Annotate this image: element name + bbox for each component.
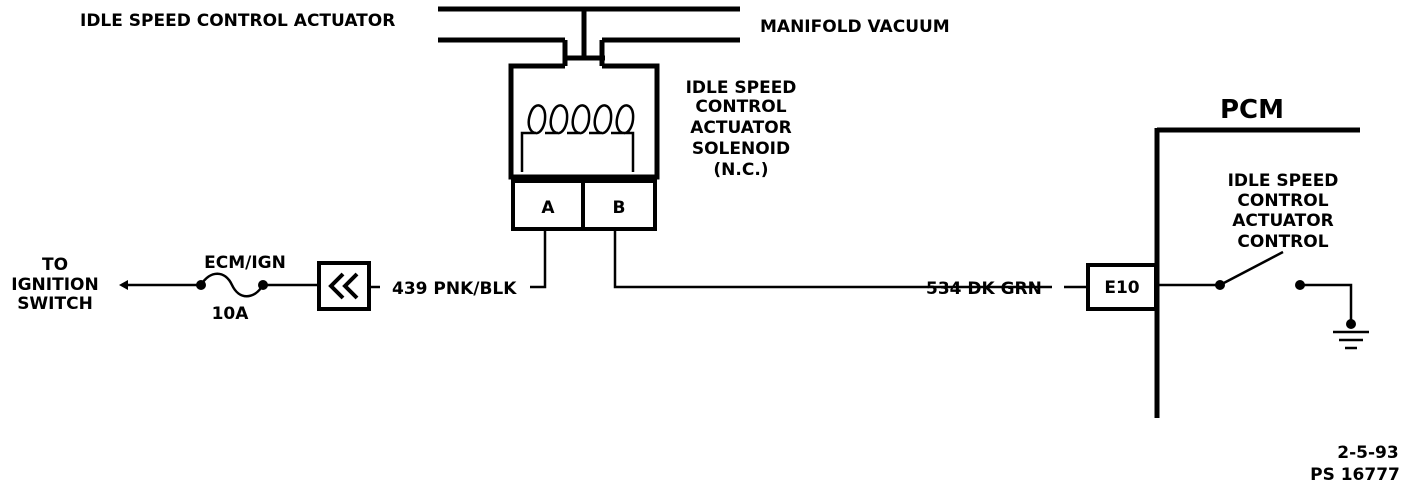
- pcm-title: PCM: [1220, 95, 1284, 125]
- manifold-vacuum-pipe: [438, 6, 740, 66]
- svg-text:CONTROL: CONTROL: [1237, 232, 1328, 252]
- fuse-icon: [199, 272, 265, 298]
- solenoid-coil-icon: [520, 104, 635, 172]
- svg-text:E10: E10: [1104, 278, 1139, 298]
- wire-534: [613, 229, 1052, 289]
- svg-text:SOLENOID: SOLENOID: [692, 139, 790, 159]
- pcm-pin-e10: E10: [1086, 263, 1158, 311]
- pcm-boundary: [1154, 127, 1360, 418]
- fuse-name: ECM/IGN: [204, 253, 286, 273]
- svg-text:IDLE SPEED: IDLE SPEED: [1228, 171, 1339, 191]
- svg-text:A: A: [541, 198, 555, 218]
- pcm-control-label: IDLE SPEED CONTROL ACTUATOR CONTROL: [1228, 171, 1339, 252]
- fuse-rating: 10A: [212, 304, 250, 324]
- svg-text:ACTUATOR: ACTUATOR: [690, 118, 792, 138]
- actuator-title: IDLE SPEED CONTROL ACTUATOR: [80, 11, 395, 31]
- svg-text:TO: TO: [42, 255, 68, 275]
- svg-text:IDLE SPEED: IDLE SPEED: [686, 78, 797, 98]
- svg-text:ACTUATOR: ACTUATOR: [1232, 211, 1334, 231]
- wire-b-label: 534 DK GRN: [926, 279, 1042, 299]
- svg-text:SWITCH: SWITCH: [17, 294, 93, 314]
- footer-date: 2-5-93: [1337, 443, 1398, 463]
- wire-to-ground: [1300, 283, 1353, 322]
- inline-connector-icon: [317, 261, 371, 311]
- svg-text:IGNITION: IGNITION: [11, 275, 98, 295]
- wire-439: [530, 229, 547, 289]
- switch-blade-icon: [1219, 250, 1284, 287]
- solenoid-label: IDLE SPEED CONTROL ACTUATOR SOLENOID (N.…: [686, 78, 797, 180]
- ground-icon: [1333, 319, 1369, 350]
- wire-a-label: 439 PNK/BLK: [392, 279, 517, 299]
- to-ignition-label: TO IGNITION SWITCH: [11, 255, 98, 314]
- svg-text:(N.C.): (N.C.): [713, 160, 768, 180]
- connector-terminal-b: B: [581, 179, 657, 231]
- svg-text:CONTROL: CONTROL: [695, 97, 786, 117]
- arrow-left-icon: [119, 280, 128, 290]
- footer-ref: PS 16777: [1310, 465, 1400, 485]
- manifold-vacuum-label: MANIFOLD VACUUM: [760, 17, 950, 37]
- svg-text:B: B: [613, 198, 626, 218]
- connector-terminal-a: A: [511, 179, 585, 231]
- actuator-housing: [508, 63, 660, 180]
- svg-text:CONTROL: CONTROL: [1237, 191, 1328, 211]
